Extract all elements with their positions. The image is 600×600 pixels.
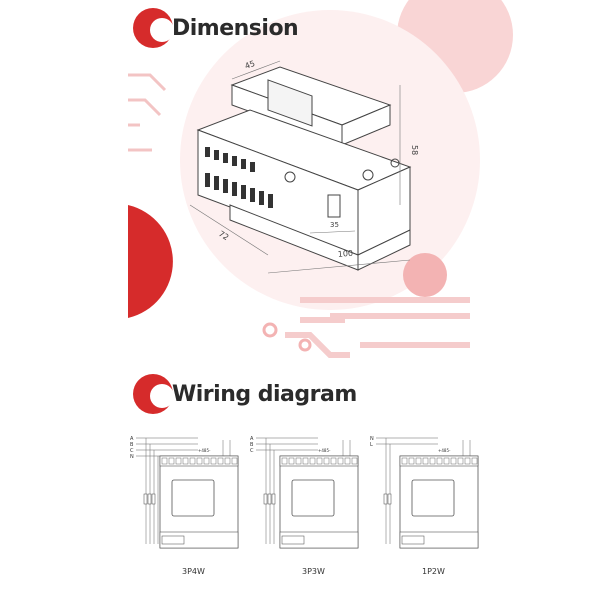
- bus-label: +485-: [438, 448, 451, 453]
- meter-display: [171, 479, 215, 517]
- terminal: [464, 457, 471, 465]
- ct-symbol: [263, 493, 268, 505]
- terminal: [231, 457, 238, 465]
- ct-symbol: [143, 493, 148, 505]
- terminal: [309, 457, 316, 465]
- dim-height: 58: [410, 145, 419, 155]
- terminal: [443, 457, 450, 465]
- deco-circle-small-right: [403, 253, 447, 297]
- terminal: [295, 457, 302, 465]
- ct-symbol: [271, 493, 276, 505]
- terminal: [161, 457, 168, 465]
- terminal: [401, 457, 408, 465]
- terminal: [302, 457, 309, 465]
- circuit-traces-bottom: [285, 297, 470, 358]
- dim-width: 100: [337, 249, 353, 259]
- brand-logo-icon: [132, 373, 174, 415]
- trace-node: [262, 322, 278, 338]
- line-label: C: [250, 448, 254, 454]
- line-label: C: [130, 448, 134, 454]
- terminal: [217, 457, 224, 465]
- wiring-heading: Wiring diagram: [132, 374, 357, 414]
- line-label: A: [130, 436, 134, 442]
- ct-terminals: [281, 535, 305, 545]
- terminal: [288, 457, 295, 465]
- brand-logo-icon: [132, 7, 174, 49]
- terminal: [196, 457, 203, 465]
- ct-terminals: [401, 535, 425, 545]
- wiring-diagram-1p2w: NL +485-: [370, 436, 479, 549]
- dimension-heading: Dimension: [132, 7, 299, 49]
- terminal: [224, 457, 231, 465]
- circuit-traces-left: [128, 73, 167, 152]
- terminal: [422, 457, 429, 465]
- terminal: [457, 457, 464, 465]
- terminal: [330, 457, 337, 465]
- ct-symbol: [387, 493, 392, 505]
- meter-display: [411, 479, 455, 517]
- meter-dimension-drawing: 45 58 72 100 35: [189, 59, 419, 274]
- terminal: [175, 457, 182, 465]
- dim-side: 72: [217, 229, 230, 242]
- terminal: [281, 457, 288, 465]
- meter-display: [291, 479, 335, 517]
- line-label: L: [370, 442, 373, 448]
- ct-symbol: [147, 493, 152, 505]
- wiring-diagram-label: 1P2W: [422, 567, 445, 576]
- dim-inner: 35: [330, 221, 339, 229]
- wiring-diagram-label: 3P3W: [302, 567, 325, 576]
- terminal: [168, 457, 175, 465]
- ct-terminals: [161, 535, 185, 545]
- line-label: B: [130, 442, 134, 448]
- terminal: [323, 457, 330, 465]
- terminal: [210, 457, 217, 465]
- terminal-block: [205, 147, 273, 208]
- terminal: [415, 457, 422, 465]
- line-label: N: [130, 454, 134, 460]
- terminal: [471, 457, 478, 465]
- bus-label: +485-: [318, 448, 331, 453]
- terminal: [316, 457, 323, 465]
- terminal: [337, 457, 344, 465]
- dim-depth-top: 45: [244, 59, 257, 71]
- wiring-title: Wiring diagram: [172, 381, 357, 407]
- terminal: [182, 457, 189, 465]
- bus-label: +485-: [198, 448, 211, 453]
- terminal: [429, 457, 436, 465]
- terminal: [203, 457, 210, 465]
- ct-symbol: [267, 493, 272, 505]
- line-label: B: [250, 442, 254, 448]
- deco-half-circle-left: [128, 205, 173, 318]
- terminal: [189, 457, 196, 465]
- terminal: [408, 457, 415, 465]
- terminal: [344, 457, 351, 465]
- wiring-diagram-3p3w: ABC +485-: [250, 436, 359, 549]
- line-label: A: [250, 436, 254, 442]
- dimension-title: Dimension: [172, 15, 299, 41]
- wiring-diagram-label: 3P4W: [182, 567, 205, 576]
- ct-symbol: [151, 493, 156, 505]
- trace-node: [298, 338, 312, 352]
- ct-symbol: [383, 493, 388, 505]
- terminal: [450, 457, 457, 465]
- line-label: N: [370, 436, 374, 442]
- terminal: [436, 457, 443, 465]
- terminal: [351, 457, 358, 465]
